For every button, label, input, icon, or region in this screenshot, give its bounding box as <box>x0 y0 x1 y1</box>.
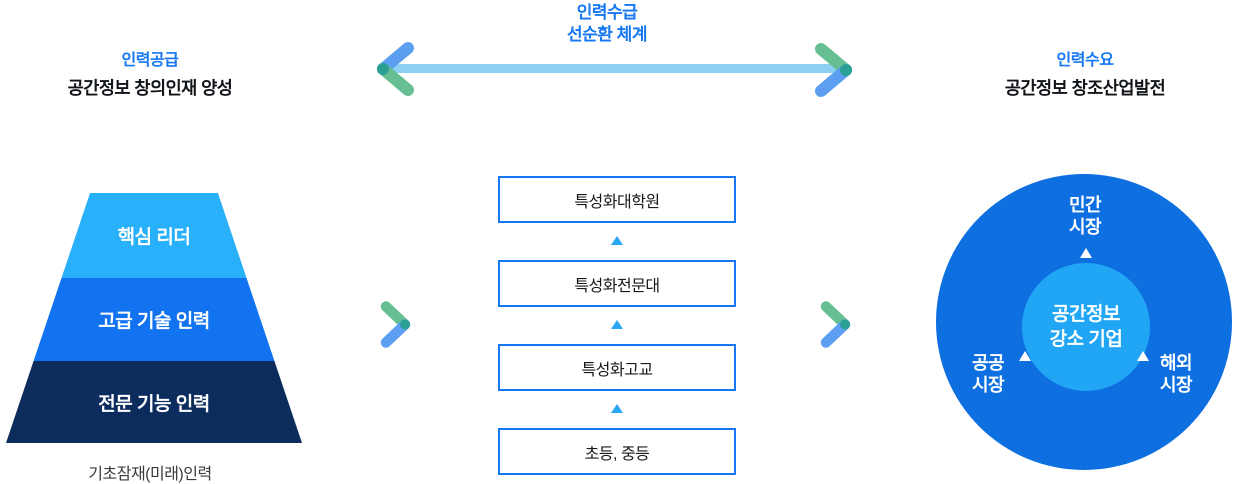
pyramid-level-label: 고급 기술 인력 <box>98 311 210 332</box>
up-arrow-icon <box>1080 248 1092 258</box>
cycle-title-line1: 인력수급 <box>576 3 638 22</box>
education-box-label: 초등, 중등 <box>584 445 650 463</box>
arrow-shaft <box>384 64 846 73</box>
demand-subtitle: 공간정보 창조산업발전 <box>1004 78 1166 98</box>
chevron-right-icon <box>820 301 851 348</box>
core-label-line1: 공간정보 <box>1052 304 1120 325</box>
supply-title: 인력공급 <box>121 52 179 69</box>
pyramid-level-top: 핵심 리더 <box>6 193 302 278</box>
demand-header: 인력수요 공간정보 창조산업발전 <box>935 46 1235 100</box>
cycle-title: 인력수급 선순환 체계 <box>457 2 757 46</box>
arrowhead-right-joint <box>840 64 852 76</box>
pyramid-level-label: 전문 기능 인력 <box>98 393 210 415</box>
supply-header: 인력공급 공간정보 창의인재 양성 <box>0 46 300 100</box>
market-label-public: 공공 시장 <box>971 353 1005 395</box>
arrowhead-left-joint <box>377 63 389 75</box>
workforce-pyramid: 핵심 리더 고급 기술 인력 전문 기능 인력 <box>6 193 302 443</box>
education-box-elementary: 초등, 중등 <box>498 428 736 475</box>
demand-title: 인력수요 <box>1056 52 1114 69</box>
up-arrow-icon <box>611 320 623 329</box>
education-box-label: 특성화고교 <box>581 361 653 379</box>
education-box-graduate: 특성화대학원 <box>498 176 736 223</box>
up-arrow-icon <box>1137 351 1149 361</box>
up-arrow-icon <box>611 404 623 413</box>
core-label-line2: 강소 기업 <box>1049 329 1123 350</box>
education-box-highschool: 특성화고교 <box>498 344 736 391</box>
pyramid-level-label: 핵심 리더 <box>117 227 191 248</box>
market-label-overseas: 해외 시장 <box>1159 353 1193 395</box>
education-box-college: 특성화전문대 <box>498 260 736 307</box>
pyramid-caption: 기초잠재(미래)인력 <box>88 466 212 483</box>
market-core-circle: 공간정보 강소 기업 <box>1022 263 1150 391</box>
double-arrow-icon <box>377 42 852 97</box>
up-arrow-icon <box>1019 351 1031 361</box>
up-arrow-icon <box>611 236 623 245</box>
cycle-title-line2: 선순환 체계 <box>567 25 647 44</box>
market-label-private: 민간 시장 <box>1068 195 1102 237</box>
supply-subtitle: 공간정보 창의인재 양성 <box>67 78 233 98</box>
pyramid-level-middle: 고급 기술 인력 <box>6 278 302 361</box>
education-box-label: 특성화대학원 <box>574 193 660 211</box>
pyramid-level-bottom: 전문 기능 인력 <box>6 361 302 443</box>
chevron-right-icon <box>380 301 411 348</box>
education-box-label: 특성화전문대 <box>574 277 660 295</box>
